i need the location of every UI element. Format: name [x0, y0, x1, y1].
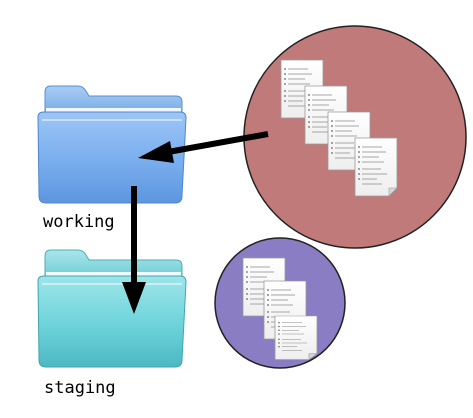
arrow-icon	[138, 131, 269, 163]
large-document-pool	[243, 25, 467, 249]
folder-icon	[37, 249, 187, 368]
document-icon	[274, 315, 318, 360]
small-document-pool	[214, 237, 346, 369]
arrow-icon	[122, 186, 146, 314]
staging-label: staging	[44, 378, 116, 398]
working-folder: working	[37, 85, 187, 232]
folder-icon	[37, 85, 187, 204]
staging-folder: staging	[37, 249, 187, 398]
working-label: working	[43, 212, 115, 232]
document-icon	[354, 137, 398, 197]
